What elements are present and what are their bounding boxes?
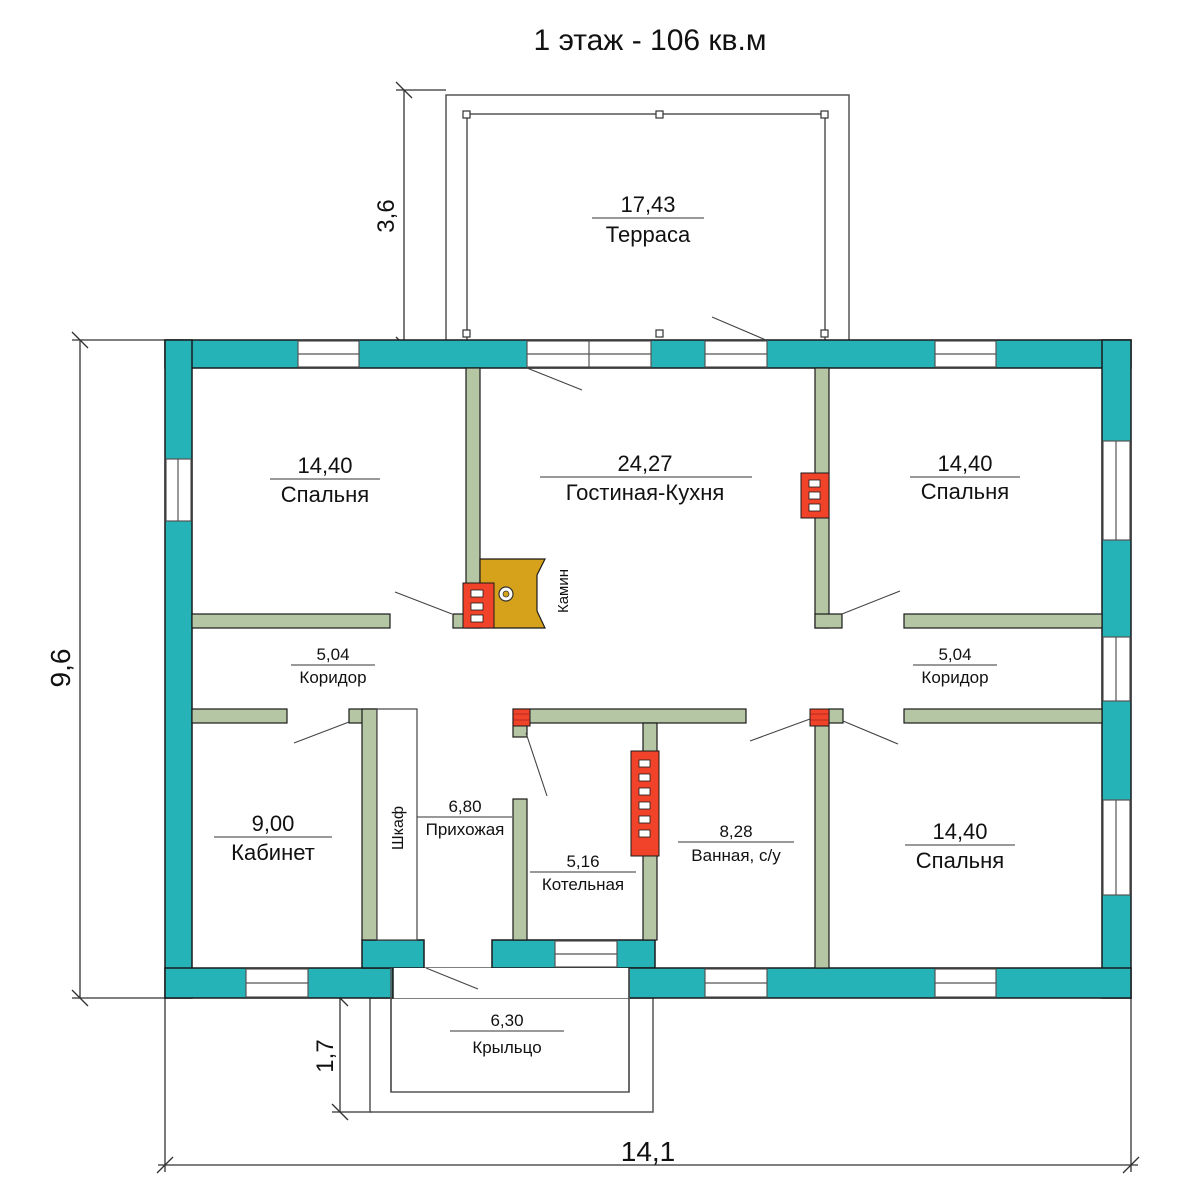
- room-name: Спальня: [921, 479, 1009, 504]
- room-area: 8,28: [719, 822, 752, 841]
- room-label-living-kitchen: 24,27 Гостиная-Кухня: [540, 451, 752, 505]
- plan-title: 1 этаж - 106 кв.м: [534, 24, 767, 57]
- room-area: 5,04: [316, 645, 349, 664]
- room-label-terrace: 17,43 Терраса: [592, 192, 704, 247]
- room-label-bedroom-ne: 14,40 Спальня: [910, 451, 1020, 504]
- room-area: 17,43: [620, 192, 675, 217]
- room-area: 6,30: [490, 1011, 523, 1030]
- room-name: Крыльцо: [472, 1038, 541, 1057]
- room-area: 5,04: [938, 645, 971, 664]
- room-area: 9,00: [252, 811, 295, 836]
- room-area: 6,80: [448, 797, 481, 816]
- fireplace-label: Камин: [555, 569, 572, 613]
- room-name: Коридор: [921, 668, 988, 687]
- wardrobe: [376, 708, 418, 941]
- room-area: 14,40: [297, 453, 352, 478]
- room-label-bathroom: 8,28 Ванная, с/у: [678, 822, 794, 865]
- room-name: Прихожая: [426, 820, 505, 839]
- room-label-boiler: 5,16 Котельная: [530, 852, 636, 894]
- room-name: Гостиная-Кухня: [566, 480, 725, 505]
- width-dimension: 14,1: [621, 1136, 676, 1167]
- room-label-hall: 6,80 Прихожая: [417, 797, 512, 839]
- room-name: Терраса: [606, 222, 691, 247]
- terrace-depth-dimension: 3,6: [373, 199, 400, 232]
- brick-pattern: [513, 713, 829, 721]
- dimension-lines: [71, 81, 1140, 1174]
- room-name: Ванная, с/у: [691, 846, 781, 865]
- porch-depth-dimension: 1,7: [312, 1039, 339, 1072]
- room-label-bedroom-nw: 14,40 Спальня: [270, 453, 380, 507]
- room-name: Спальня: [916, 848, 1004, 873]
- room-label-porch: 6,30 Крыльцо: [450, 1011, 564, 1057]
- room-area: 5,16: [566, 852, 599, 871]
- wardrobe-label: Шкаф: [390, 806, 407, 850]
- windows: [165, 340, 1131, 998]
- depth-dimension: 9,6: [45, 649, 76, 688]
- room-area: 24,27: [617, 451, 672, 476]
- room-area: 14,40: [932, 819, 987, 844]
- chimney-flues: [470, 479, 821, 838]
- room-name: Котельная: [542, 875, 624, 894]
- room-label-bedroom-se: 14,40 Спальня: [905, 819, 1015, 873]
- door-swings: [293, 316, 901, 990]
- room-name: Коридор: [299, 668, 366, 687]
- room-label-office: 9,00 Кабинет: [214, 811, 332, 865]
- room-name: Спальня: [281, 482, 369, 507]
- room-name: Кабинет: [231, 840, 315, 865]
- room-label-corridor-e: 5,04 Коридор: [913, 645, 997, 687]
- room-area: 14,40: [937, 451, 992, 476]
- room-label-corridor-w: 5,04 Коридор: [291, 645, 375, 687]
